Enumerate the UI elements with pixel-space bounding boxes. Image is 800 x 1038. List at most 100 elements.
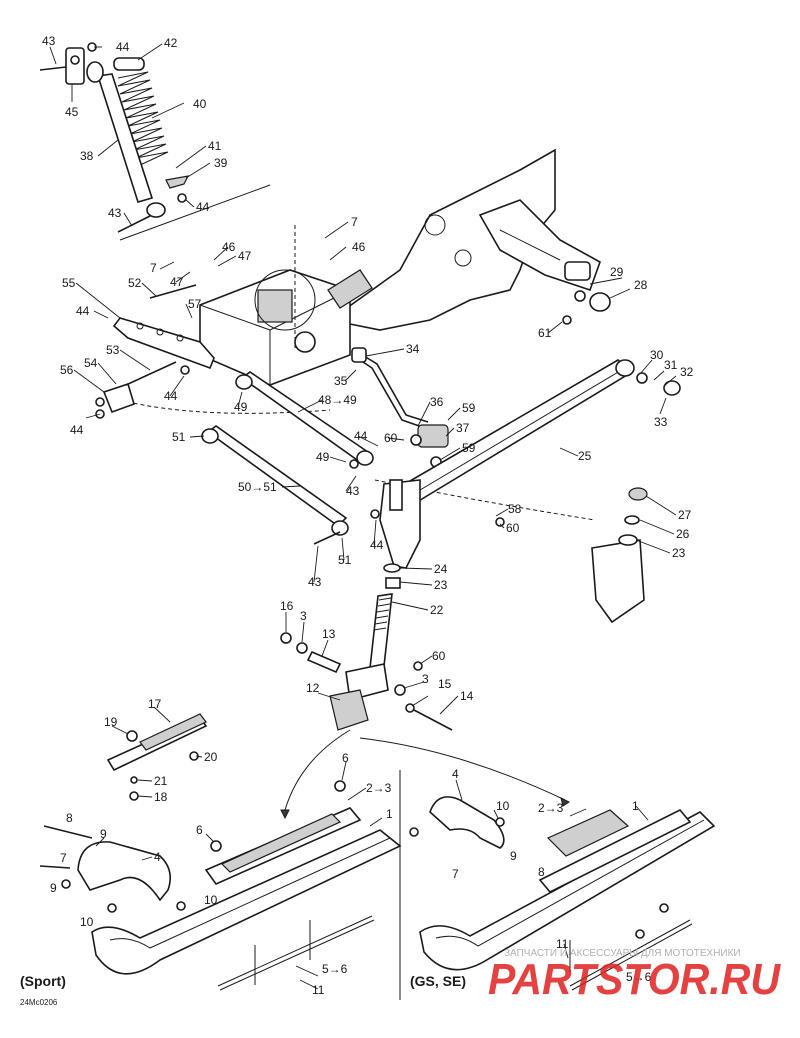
callout-labels: 43 44 42 45 40 38 41 39 44 43 7 46 7 46 …	[42, 34, 694, 997]
callout-9-b: 9	[50, 881, 57, 895]
spindle-detail	[591, 487, 648, 624]
callout-47-a: 47	[238, 249, 252, 263]
callout-44-g: 44	[370, 538, 384, 552]
callout-47-b: 47	[170, 275, 184, 289]
callout-44-d: 44	[164, 389, 178, 403]
callout-4-a: 4	[154, 850, 161, 864]
callout-57: 57	[188, 297, 202, 311]
callout-41: 41	[208, 139, 222, 153]
callout-11-b: 11	[556, 937, 569, 951]
shock-absorber-assembly	[39, 42, 271, 241]
callout-37: 37	[456, 421, 470, 435]
callout-14: 14	[460, 689, 474, 703]
callout-44-a: 44	[116, 40, 130, 54]
callout-50-51: 50→51	[238, 480, 277, 494]
callout-36: 36	[430, 395, 444, 409]
callout-10-c: 10	[496, 799, 510, 813]
callout-49-b: 49	[316, 450, 330, 464]
callout-32: 32	[680, 365, 694, 379]
callout-27: 27	[678, 508, 692, 522]
callout-18: 18	[154, 790, 168, 804]
callout-6-a: 6	[342, 751, 349, 765]
callout-46-a: 46	[222, 240, 236, 254]
callout-43-d: 43	[308, 575, 322, 589]
steering-rod	[351, 347, 449, 468]
spindle	[280, 563, 453, 731]
callout-53: 53	[106, 343, 120, 357]
callout-13: 13	[322, 627, 336, 641]
callout-39: 39	[214, 156, 228, 170]
callout-10-b: 10	[80, 915, 94, 929]
variant-label-sport: (Sport)	[20, 973, 66, 989]
callout-59-b: 59	[462, 441, 476, 455]
callout-17: 17	[148, 697, 162, 711]
crossmember-block	[199, 269, 373, 386]
suspension-arms	[201, 371, 380, 545]
callout-52: 52	[128, 276, 142, 290]
callout-11-a: 11	[312, 983, 325, 997]
callout-45: 45	[65, 105, 79, 119]
variant-label-gs-se: (GS, SE)	[410, 973, 466, 989]
callout-33: 33	[654, 415, 668, 429]
callout-54: 54	[84, 356, 98, 370]
watermark-subtitle: ЗАПЧАСТИ И АКСЕССУАРЫ ДЛЯ МОТОТЕХНИКИ	[504, 948, 741, 959]
trailing-arm	[379, 359, 681, 569]
callout-5-6-b: 5→6	[626, 970, 652, 984]
callout-22: 22	[430, 603, 444, 617]
callout-8-b: 8	[538, 865, 545, 879]
ski-gs-se	[409, 796, 716, 991]
watermark-brand: PARTSTOR.RU	[488, 955, 781, 1004]
callout-25: 25	[578, 449, 592, 463]
callout-60-b: 60	[506, 521, 520, 535]
callout-9-a: 9	[100, 827, 107, 841]
callout-58: 58	[508, 502, 522, 516]
callout-29: 29	[610, 265, 624, 279]
callout-48-49: 48→49	[318, 393, 357, 407]
callout-3-a: 3	[300, 609, 307, 623]
callout-4-b: 4	[452, 767, 459, 781]
callout-8-a: 8	[66, 811, 73, 825]
callout-7-a: 7	[351, 215, 358, 229]
callout-59-a: 59	[462, 401, 476, 415]
spring-bracket	[95, 284, 215, 419]
callout-44-f: 44	[354, 429, 368, 443]
callout-23-a: 23	[672, 546, 686, 560]
callout-60-a: 60	[384, 431, 398, 445]
callout-43-c: 43	[346, 484, 360, 498]
callout-6-b: 6	[196, 823, 203, 837]
callout-24: 24	[434, 562, 448, 576]
callout-5-6-a: 5→6	[322, 962, 348, 976]
callout-7-d: 7	[452, 867, 459, 881]
callout-49-a: 49	[234, 400, 248, 414]
ski-sport	[39, 780, 402, 991]
callout-20: 20	[204, 750, 218, 764]
callout-60-c: 60	[432, 649, 446, 663]
callout-1-a: 1	[386, 807, 393, 821]
callout-15: 15	[438, 677, 452, 691]
callout-23-b: 23	[434, 578, 448, 592]
callout-34: 34	[406, 342, 420, 356]
callout-9-c: 9	[510, 849, 517, 863]
callout-2-3-a: 2→3	[366, 781, 392, 795]
callout-28: 28	[634, 278, 648, 292]
callout-61: 61	[538, 326, 552, 340]
callout-30: 30	[650, 348, 664, 362]
coil-spring	[117, 71, 169, 167]
callout-2-3-b: 2→3	[538, 801, 564, 815]
callout-7-c: 7	[60, 851, 67, 865]
callout-40: 40	[193, 97, 207, 111]
leader-lines	[49, 43, 677, 990]
callout-3-b: 3	[422, 672, 429, 686]
callout-26: 26	[676, 527, 690, 541]
callout-10-a: 10	[204, 893, 218, 907]
callout-16: 16	[280, 599, 294, 613]
callout-51-a: 51	[172, 430, 186, 444]
callout-38: 38	[80, 149, 94, 163]
callout-55: 55	[62, 276, 76, 290]
callout-1-b: 1	[632, 799, 639, 813]
drawing-code: 24Mc0206	[20, 998, 58, 1007]
callout-35: 35	[334, 374, 348, 388]
chassis-frame	[328, 148, 611, 331]
callout-42: 42	[164, 36, 178, 50]
callout-12: 12	[306, 681, 320, 695]
